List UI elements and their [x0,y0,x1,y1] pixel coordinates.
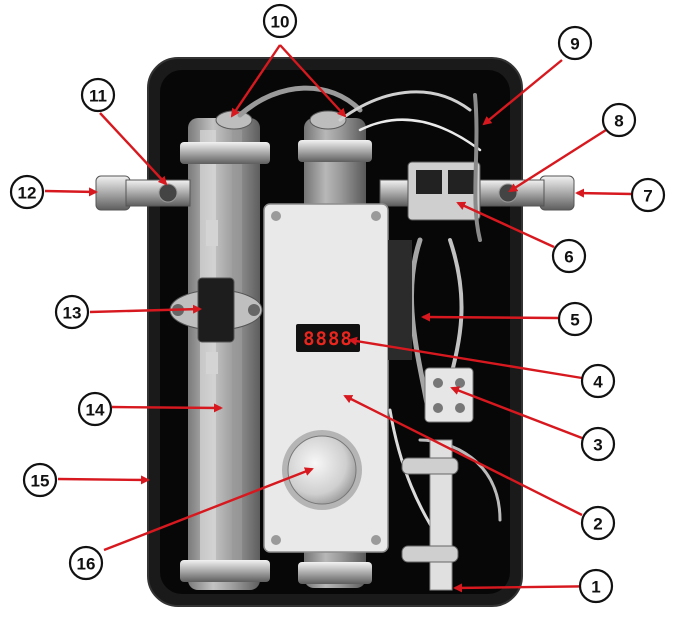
callout-6-label: 6 [564,248,573,267]
callout-7-label: 7 [643,187,652,206]
callout-3: 3 [580,426,616,462]
callout-10: 10 [262,3,298,39]
callout-15-label: 15 [31,472,50,491]
flow-sensor [407,161,481,221]
callout-6: 6 [551,238,587,274]
callout-14: 14 [77,391,113,427]
callout-9-label: 9 [570,35,579,54]
thermal-cutoff [169,220,263,374]
callout-8: 8 [601,102,637,138]
callout-13-label: 13 [63,304,82,323]
callout-9: 9 [557,25,593,61]
callout-5-label: 5 [570,311,579,330]
callout-13: 13 [54,294,90,330]
callout-3-label: 3 [593,436,602,455]
callout-1-label: 1 [591,578,600,597]
callout-12-label: 12 [18,184,37,203]
callout-2: 2 [580,505,616,541]
temperature-knob [282,430,362,510]
callout-15: 15 [22,462,58,498]
callout-1: 1 [578,568,614,604]
terminal-block [424,367,474,423]
callout-11: 11 [80,77,116,113]
heating-element-chamber [180,118,270,590]
callout-12: 12 [9,174,45,210]
callout-2-label: 2 [593,515,602,534]
leader-lines [44,44,633,593]
led-display: 8888 [296,324,360,352]
callout-10-label: 10 [271,13,290,32]
display-readout: 8888 [303,328,353,350]
callout-8-label: 8 [614,112,623,131]
callout-4: 4 [580,363,616,399]
internal-wiring [237,85,502,542]
power-cable [401,439,459,591]
callout-7: 7 [630,177,666,213]
callout-4-label: 4 [593,373,603,392]
callout-11-label: 11 [89,87,107,106]
cold-water-inlet [95,175,191,211]
callout-14-label: 14 [86,401,105,420]
callout-16-label: 16 [77,555,96,574]
callout-5: 5 [557,301,593,337]
callout-16: 16 [68,545,104,581]
